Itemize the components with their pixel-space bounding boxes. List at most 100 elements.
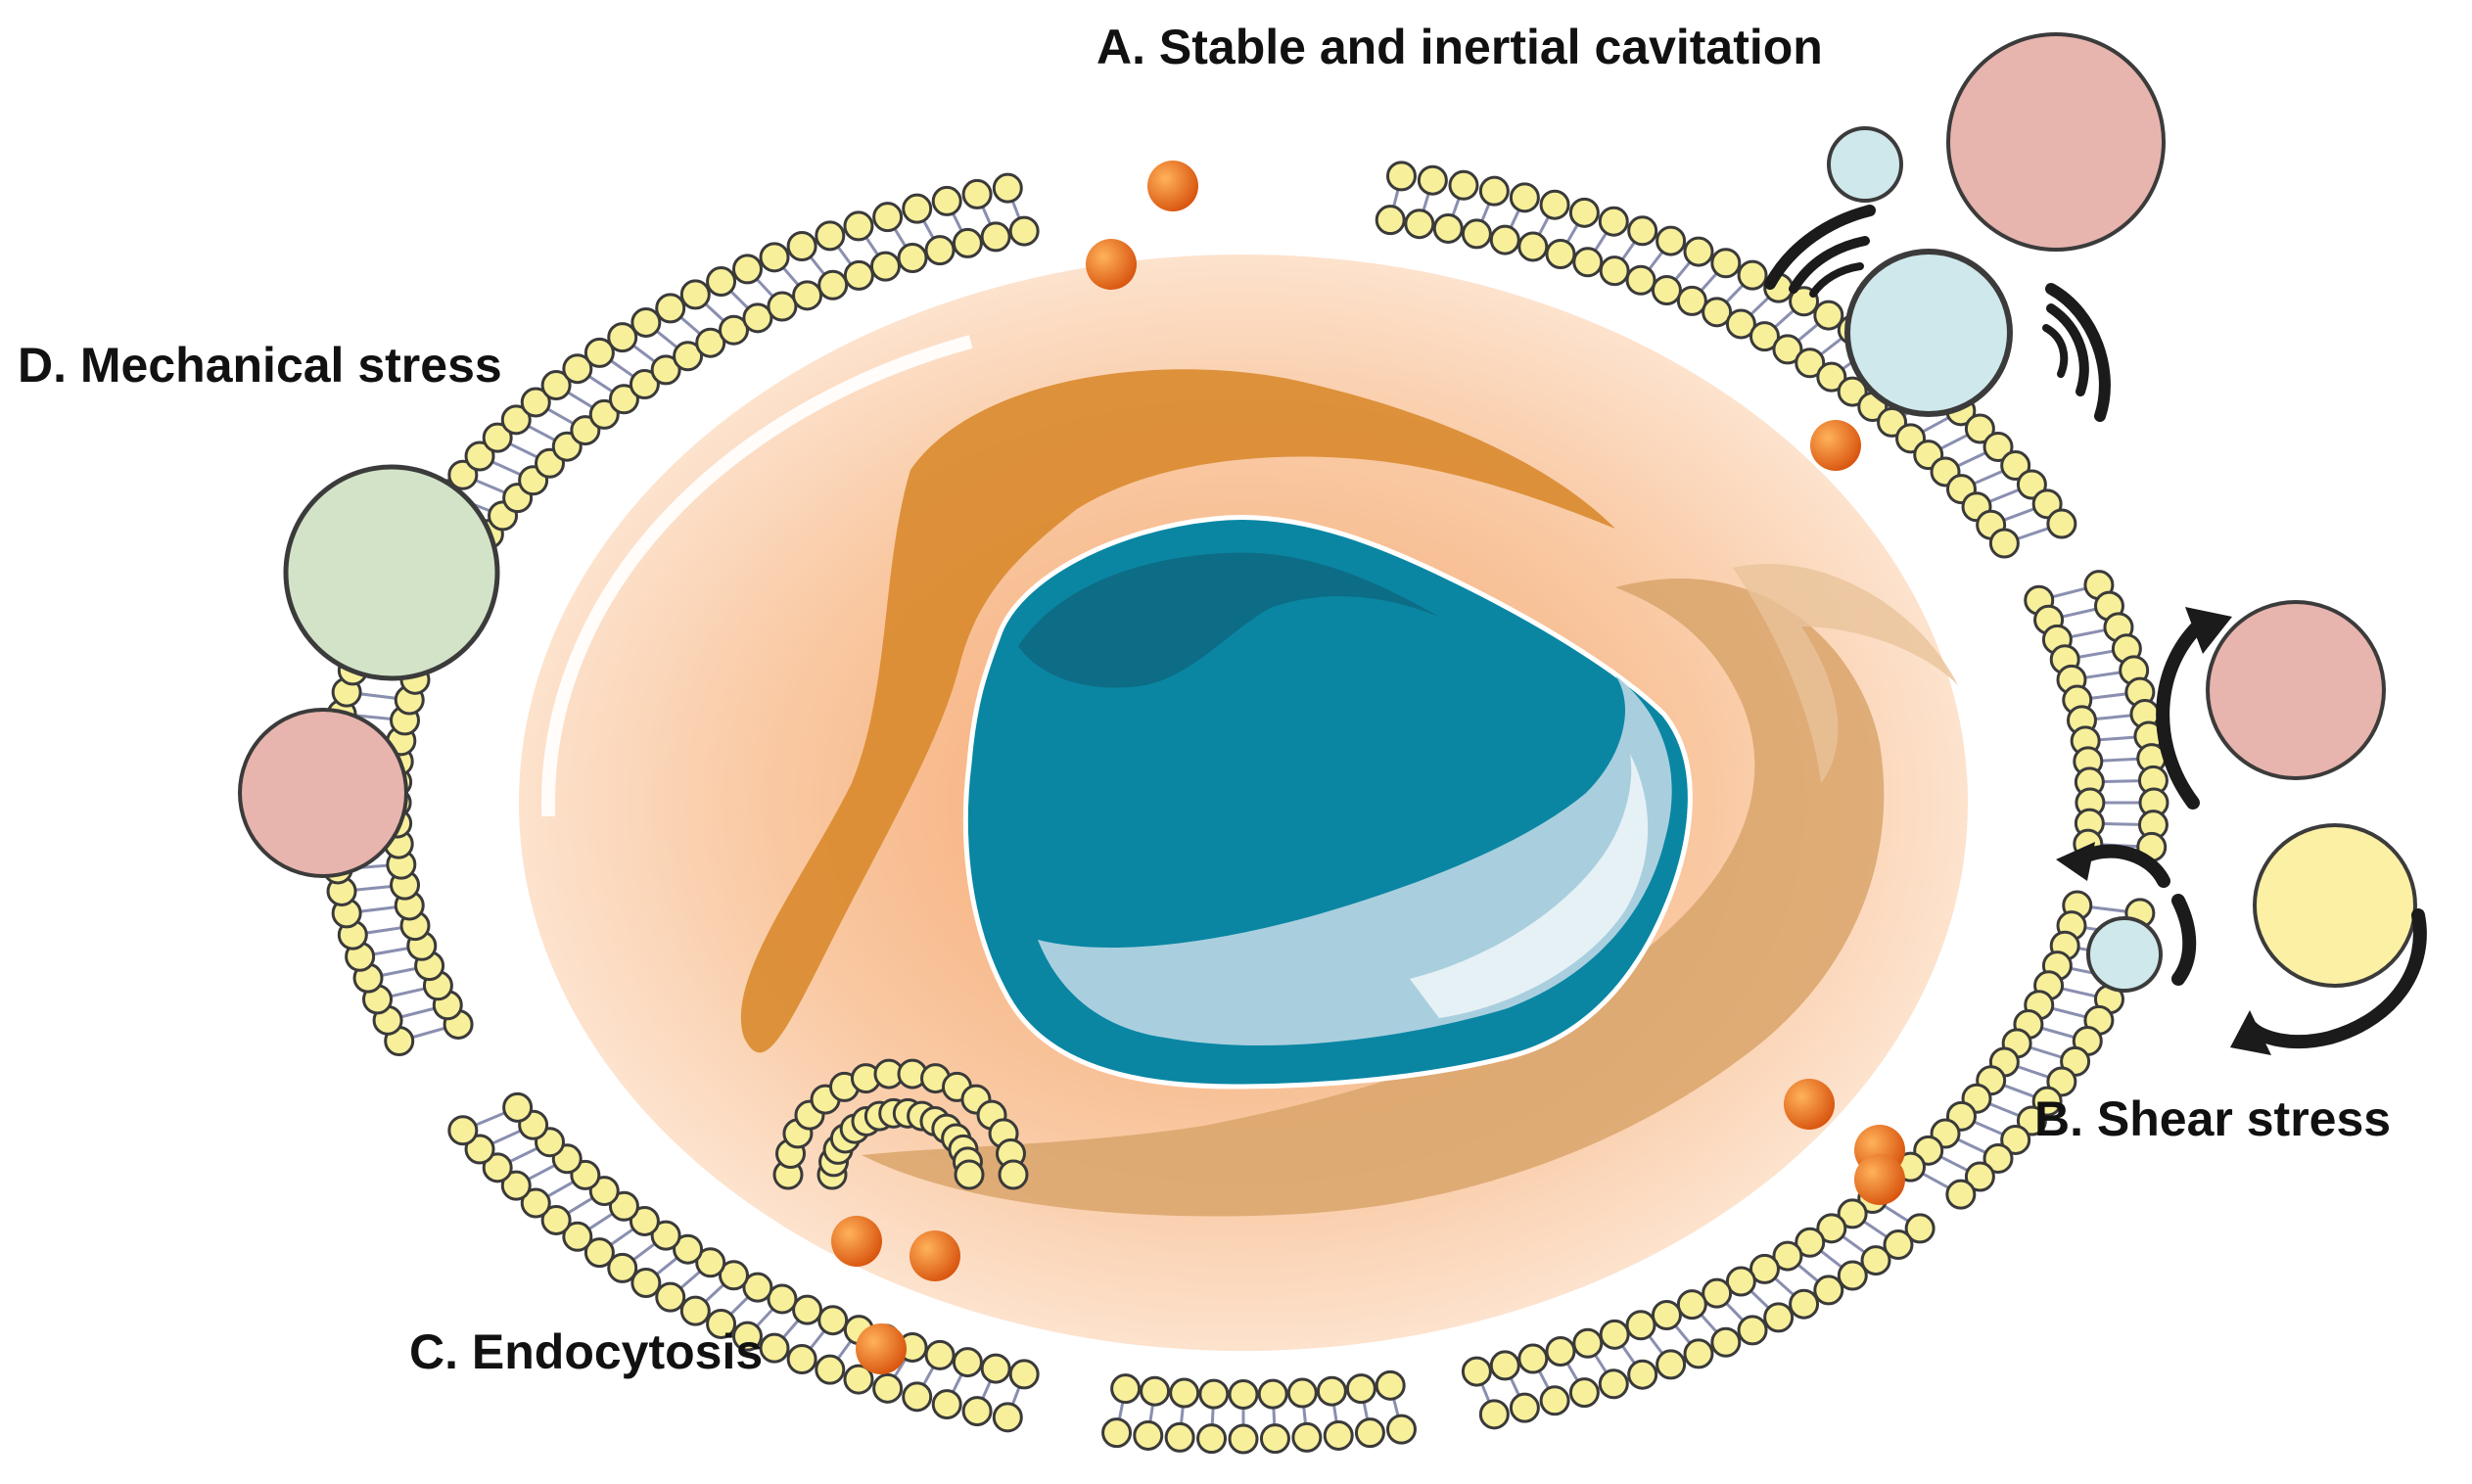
lipid-head [673, 341, 704, 372]
label-cavitation: A. Stable and inertial cavitation [1096, 20, 1823, 74]
lipid-head [1385, 161, 1417, 192]
lipid-head [1316, 1375, 1347, 1407]
lipid-head [1461, 218, 1492, 250]
lipid-head [630, 1268, 662, 1299]
lipid-head [1656, 1349, 1687, 1380]
lipid-head [607, 1252, 638, 1283]
lipid-head [786, 230, 817, 261]
endocytosis-invagination [772, 1058, 1029, 1190]
lipid-head [843, 259, 874, 291]
lipid-head [1625, 1310, 1656, 1341]
lipid-head [1710, 1326, 1742, 1358]
lipid-head [1568, 1377, 1600, 1409]
cavitation-bubble-large-pink [1946, 32, 2166, 252]
shear-bubble-yellow [2253, 823, 2417, 988]
lipid-head [2016, 1105, 2047, 1136]
lipid-head [1517, 1343, 1549, 1374]
lipid-head [1404, 209, 1435, 240]
lipid-head [500, 1170, 532, 1201]
lipid-head [931, 1389, 962, 1420]
lipid-head [1725, 1266, 1756, 1297]
drug-particle [1086, 239, 1137, 290]
lipid-head [817, 1305, 849, 1336]
lipid-head [843, 210, 874, 242]
lipid-head [1795, 1227, 1826, 1258]
lipid-head [1772, 334, 1803, 365]
lipid-head [1228, 1379, 1259, 1410]
lipid-head [1539, 1385, 1570, 1416]
drug-particle [1854, 1154, 1905, 1205]
lipid-head [447, 1115, 479, 1146]
lipid-head [1539, 189, 1570, 220]
lipid-head [742, 302, 773, 334]
lipid-head [815, 220, 846, 252]
lipid-head [869, 251, 901, 282]
lipid-head [655, 1281, 686, 1313]
lipid-head [897, 243, 928, 274]
cavitation-bubble-small-blue [1827, 126, 1903, 203]
lipid-head [1140, 1375, 1171, 1407]
lipid-head [1816, 1213, 1847, 1244]
lipid-head [464, 1134, 495, 1165]
organelle-tail [1733, 564, 1958, 783]
lipid-head [1375, 1369, 1406, 1401]
lipid-head [655, 293, 686, 324]
lipid-head [1291, 1421, 1323, 1453]
lipid-head [1110, 1373, 1142, 1405]
label-mechanical-stress: D. Mechanical stress [18, 338, 502, 393]
shear-bubble-small-blue [2086, 916, 2163, 993]
shear-bubble-pink [2206, 600, 2386, 780]
nucleus-shine [1410, 754, 1649, 1018]
membrane-segment [1461, 1183, 1936, 1430]
lipid-head [1517, 231, 1549, 262]
lipid-head [759, 242, 790, 273]
lipid-head [1008, 215, 1040, 247]
lipid-head [1448, 169, 1479, 201]
lipid-head [767, 291, 798, 322]
lipid-head [607, 322, 638, 353]
lipid-head [1725, 308, 1756, 340]
lipid-head [695, 327, 726, 358]
drug-particles [831, 161, 1905, 1374]
lipid-head [1651, 274, 1682, 305]
lipid-head [1982, 432, 2014, 463]
lipid-head [1627, 215, 1658, 247]
lipid-head [1417, 164, 1448, 196]
lipid-head [1964, 1161, 1995, 1192]
lipid-head [1133, 1419, 1164, 1451]
lipid-head [500, 404, 532, 436]
lipid-head [520, 387, 551, 418]
lipid-head [872, 1372, 904, 1404]
lipid-head [1572, 1327, 1604, 1359]
lipid-head [1164, 1421, 1195, 1453]
lipid-head [695, 1247, 726, 1278]
lipid-head [980, 221, 1011, 253]
lipid-head [1702, 297, 1733, 328]
lipid-head [767, 1283, 798, 1315]
lipid-head [2046, 508, 2077, 539]
lipid-head [792, 280, 823, 311]
nucleus-dark-region [1018, 552, 1439, 688]
lipid-head [1598, 1368, 1629, 1400]
lipid-head [1789, 1288, 1820, 1320]
lipid-head [562, 353, 593, 385]
lipid-head [679, 1295, 711, 1326]
lipid-head [1945, 1179, 1977, 1210]
lipid-head [562, 1221, 593, 1252]
lipid-head [583, 337, 615, 368]
lipid-head [1627, 1359, 1658, 1390]
lipid-head [1286, 1377, 1318, 1409]
lipid-head [924, 1339, 956, 1370]
lipid-head [629, 1205, 660, 1236]
lipid-head [961, 178, 993, 209]
lipid-head [608, 1190, 639, 1222]
lipid-head [1837, 1260, 1868, 1291]
lipid-head [843, 1364, 874, 1395]
drug-particle [856, 1323, 907, 1374]
lipid-head [731, 1321, 763, 1352]
lipid-head [482, 1152, 513, 1183]
lipid-head [1345, 1373, 1376, 1405]
lipid-head [952, 1347, 983, 1378]
lipid-head [608, 384, 639, 415]
lipid-head [540, 1204, 572, 1235]
